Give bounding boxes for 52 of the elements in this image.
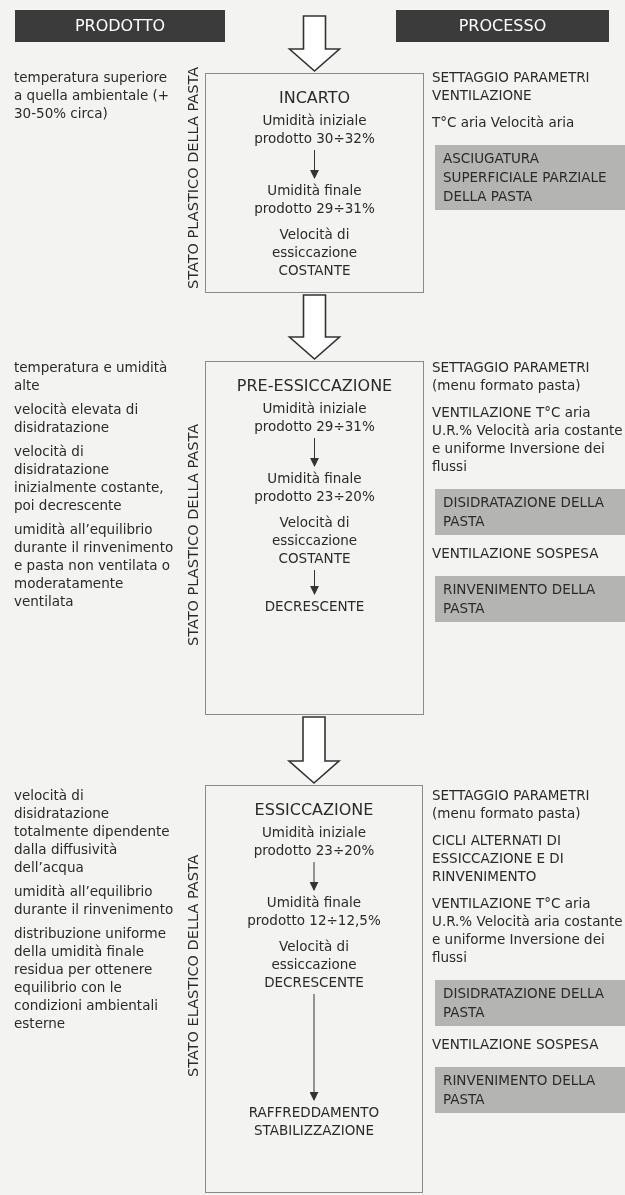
parameter-text: VENTILAZIONE SOSPESA [432,544,600,562]
description-text: umidità all’equilibrio durante il rinvenimento [14,882,175,918]
process-step-box: ASCIUGATURA SUPERFICIALE PARZIALE DELLA PASTA [435,145,625,210]
parameter-text: SETTAGGIO PARAMETRI (menu formato pasta) [432,786,591,822]
moisture-text: Umidità iniziale prodotto 30÷32% [239,111,390,147]
phase-title: PRE-ESSICCAZIONE [236,376,393,395]
phase-title: INCARTO [278,88,351,107]
description-text: temperatura superiore a quella ambientale (+ 30-50% circa) [14,68,171,122]
column-header: PROCESSO [396,10,609,42]
parameter-text: SETTAGGIO PARAMETRI VENTILAZIONE [432,68,591,104]
block-arrow [286,716,342,785]
description-text: temperatura e umidità alte [14,358,169,394]
moisture-text: Umidità finale prodotto 29÷31% [239,181,390,217]
moisture-text: Umidità finale prodotto 12÷12,5% [239,893,389,929]
moisture-text: Umidità finale prodotto 23÷20% [239,469,390,505]
arrow [310,149,319,179]
vertical-label: STATO ELASTICO DELLA PASTA [184,853,202,1079]
moisture-text: Velocità di essiccazione COSTANTE [239,225,390,279]
process-step-box: RINVENIMENTO DELLA PASTA [435,1067,625,1113]
arrow [309,993,319,1101]
description-text: velocità elevata di disidratazione [14,400,140,436]
moisture-text: RAFFREDDAMENTO STABILIZZAZIONE [239,1103,389,1139]
vertical-label: STATO PLASTICO DELLA PASTA [184,65,202,291]
description-text: velocità di disidratazione totalmente dipendente dalla diffusività dell’acqua [14,786,171,876]
process-step-box: DISIDRATAZIONE DELLA PASTA [435,980,625,1026]
parameter-text: SETTAGGIO PARAMETRI (menu formato pasta) [432,358,591,394]
moisture-text: Umidità iniziale prodotto 29÷31% [239,399,390,435]
description-text: umidità all’equilibrio durante il rinvenimento e pasta non ventilata o moderatamente ventilata [14,520,175,610]
phase-box [205,73,424,293]
description-text: velocità di disidratazione inizialmente costante, poi decrescente [14,442,165,514]
arrow [309,861,319,891]
parameter-text: CICLI ALTERNATI DI ESSICCAZIONE E DI RINVENIMENTO [432,831,565,885]
phase-box [205,785,423,1193]
parameter-text: VENTILAZIONE SOSPESA [432,1035,600,1053]
block-arrow [287,294,342,361]
vertical-label: STATO PLASTICO DELLA PASTA [184,422,202,649]
parameter-text: T°C aria Velocità aria [432,113,576,131]
description-text: distribuzione uniforme della umidità finale residua per ottenere equilibrio con le condizioni ambientali esterne [14,924,167,1032]
moisture-text: Velocità di essiccazione DECRESCENTE [239,937,389,991]
moisture-text: DECRESCENTE [239,597,390,615]
moisture-text: Velocità di essiccazione COSTANTE [239,513,390,567]
arrow [310,437,319,467]
column-header: PRODOTTO [15,10,225,42]
arrow [310,569,319,595]
phase-title: ESSICCAZIONE [254,800,374,819]
parameter-text: VENTILAZIONE T°C aria U.R.% Velocità aria costante e uniforme Inversione dei flussi [432,403,624,475]
moisture-text: Umidità iniziale prodotto 23÷20% [239,823,389,859]
phase-box [205,361,424,715]
process-step-box: RINVENIMENTO DELLA PASTA [435,576,625,622]
block-arrow [287,15,342,73]
process-step-box: DISIDRATAZIONE DELLA PASTA [435,489,625,535]
parameter-text: VENTILAZIONE T°C aria U.R.% Velocità aria costante e uniforme Inversione dei flussi [432,894,624,966]
